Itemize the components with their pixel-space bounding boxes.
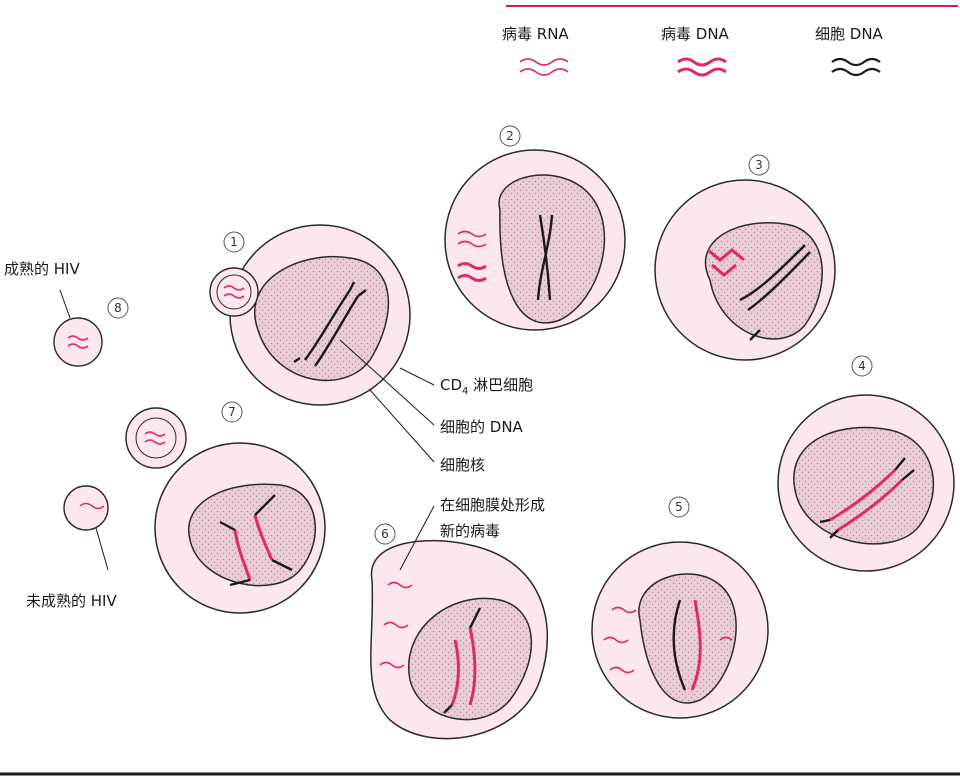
cell-step-3 <box>654 179 836 361</box>
legend-cell-dna-icon <box>831 57 881 77</box>
step-number-7: 7 <box>221 401 243 423</box>
svg-text:1: 1 <box>230 235 238 249</box>
cell-step-1 <box>209 224 411 406</box>
cell-step-7 <box>125 407 326 614</box>
label-cd4-lymphocyte: CD4 淋巴细胞 <box>440 376 533 397</box>
step-number-2: 2 <box>499 125 521 147</box>
cell-step-5 <box>591 541 769 719</box>
legend: 病毒 RNA 病毒 DNA 细胞 DNA <box>502 25 884 77</box>
immature-hiv-virion <box>63 485 109 531</box>
label-immature-hiv: 未成熟的 HIV <box>26 592 117 610</box>
step-numbers: 1 2 3 4 5 6 7 8 <box>107 125 873 545</box>
mature-hiv-virion <box>53 317 103 367</box>
step-number-8: 8 <box>107 297 129 319</box>
step-number-4: 4 <box>851 355 873 377</box>
label-cell-dna: 细胞的 DNA <box>440 418 524 436</box>
cell-step-4 <box>777 394 955 572</box>
leader-lines <box>59 289 435 571</box>
step-number-1: 1 <box>223 231 245 253</box>
svg-text:7: 7 <box>228 405 236 419</box>
svg-text:8: 8 <box>114 301 122 315</box>
label-mature-hiv: 成熟的 HIV <box>4 260 80 278</box>
step-number-3: 3 <box>748 154 770 176</box>
svg-text:5: 5 <box>675 500 683 514</box>
cell-step-2 <box>444 149 626 331</box>
label-nucleus: 细胞核 <box>440 456 485 474</box>
legend-viral-dna-label: 病毒 DNA <box>661 25 730 43</box>
legend-viral-rna-icon <box>519 58 569 76</box>
svg-text:6: 6 <box>381 527 389 541</box>
step-number-6: 6 <box>374 523 396 545</box>
svg-text:2: 2 <box>506 129 514 143</box>
svg-text:3: 3 <box>755 158 763 172</box>
legend-cell-dna-label: 细胞 DNA <box>815 25 884 43</box>
legend-viral-rna-label: 病毒 RNA <box>502 25 569 43</box>
step-number-5: 5 <box>668 496 690 518</box>
svg-text:4: 4 <box>858 359 866 373</box>
label-budding-line-1: 在细胞膜处形成 <box>440 496 545 514</box>
cell-step-6 <box>370 539 549 740</box>
label-budding-line-2: 新的病毒 <box>440 522 500 540</box>
legend-viral-dna-icon <box>677 57 727 77</box>
